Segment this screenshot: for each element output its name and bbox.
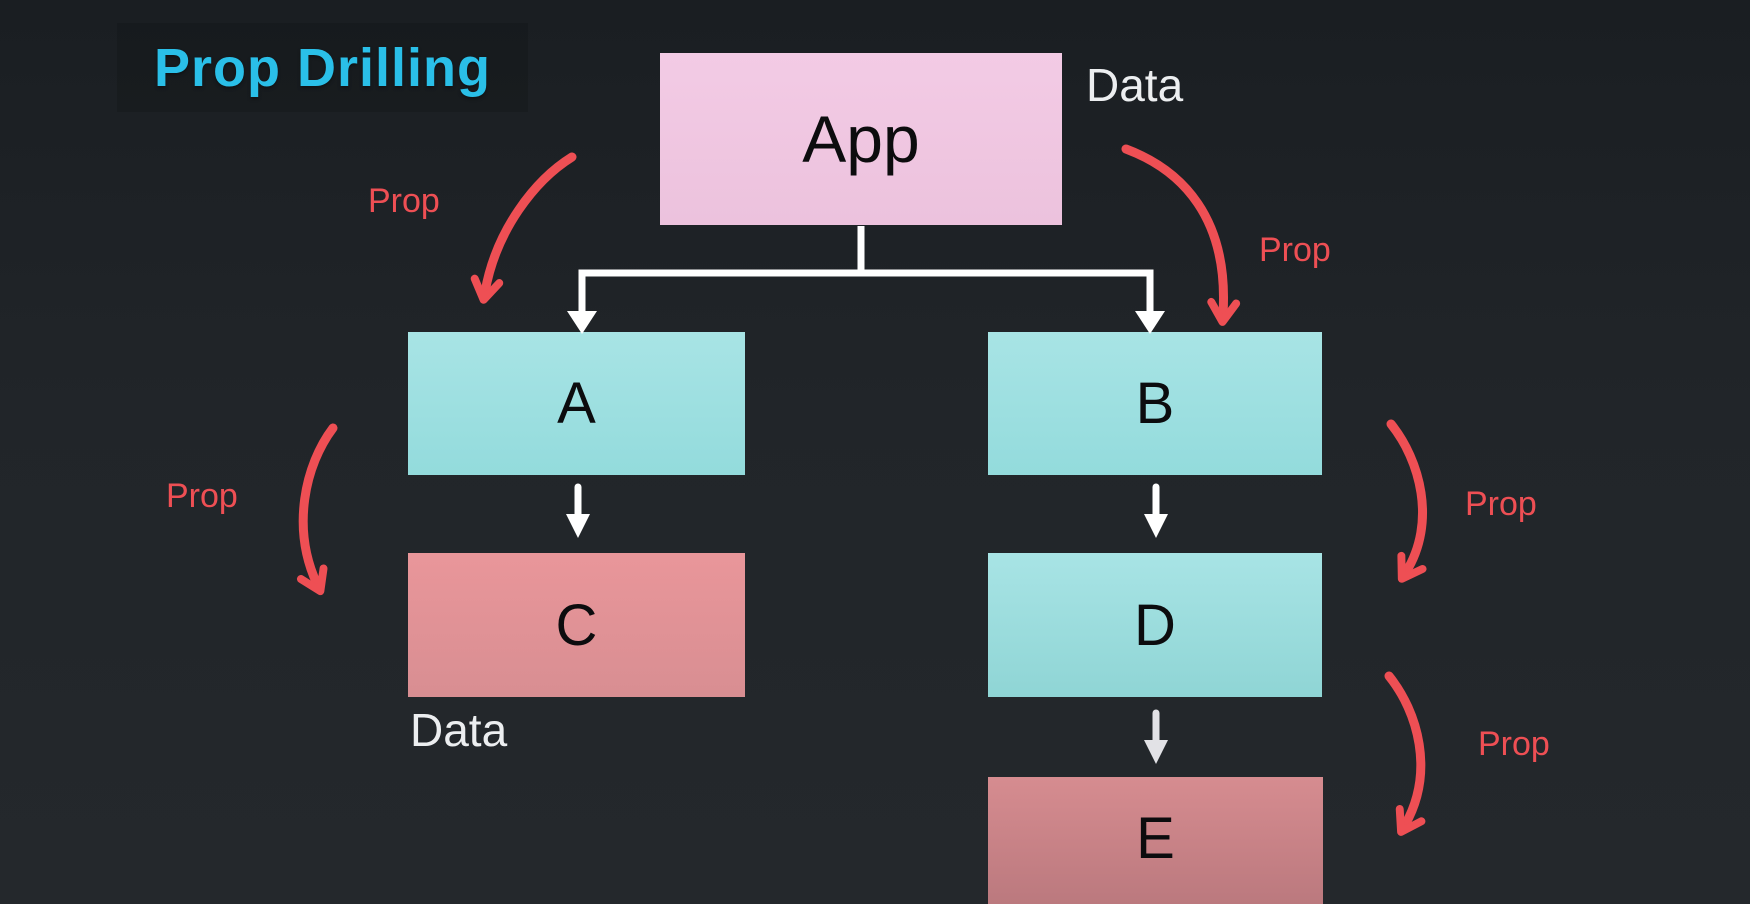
page-title: Prop Drilling — [154, 37, 491, 98]
data-label-top: Data — [1086, 59, 1184, 111]
red-arrow-a-to-c — [296, 423, 338, 596]
data-label-bottom: Data — [410, 704, 508, 756]
prop-label-b-to-d: Prop — [1465, 485, 1537, 523]
prop-label-app-to-b: Prop — [1259, 231, 1331, 269]
node-c: C — [408, 553, 745, 697]
red-arrow-app-to-a — [470, 152, 577, 304]
node-b: B — [988, 332, 1322, 475]
prop-label-d-to-e: Prop — [1478, 725, 1550, 763]
node-b-label: B — [1135, 371, 1175, 436]
node-e-label: E — [1136, 806, 1175, 871]
node-app: App — [660, 53, 1062, 225]
red-arrow-app-to-b — [1121, 144, 1241, 326]
tree-connector-app-children — [567, 226, 1165, 334]
node-a: A — [408, 332, 745, 475]
node-d-label: D — [1134, 592, 1176, 658]
arrowhead-into-a — [567, 311, 597, 334]
node-a-label: A — [557, 371, 596, 436]
arrow-a-to-c — [566, 483, 590, 538]
red-arrow-b-to-d — [1386, 419, 1427, 583]
node-d: D — [988, 553, 1322, 697]
arrow-b-to-d — [1144, 483, 1168, 538]
red-arrow-d-to-e — [1384, 671, 1426, 836]
arrow-d-to-e — [1144, 709, 1168, 764]
node-app-label: App — [802, 102, 920, 176]
arrowhead-into-b — [1135, 311, 1165, 334]
prop-label-a-to-c: Prop — [166, 477, 238, 515]
node-e: E — [988, 777, 1323, 904]
node-c-label: C — [555, 592, 598, 658]
prop-label-app-to-a: Prop — [368, 182, 440, 220]
title-panel: Prop Drilling — [117, 23, 528, 112]
